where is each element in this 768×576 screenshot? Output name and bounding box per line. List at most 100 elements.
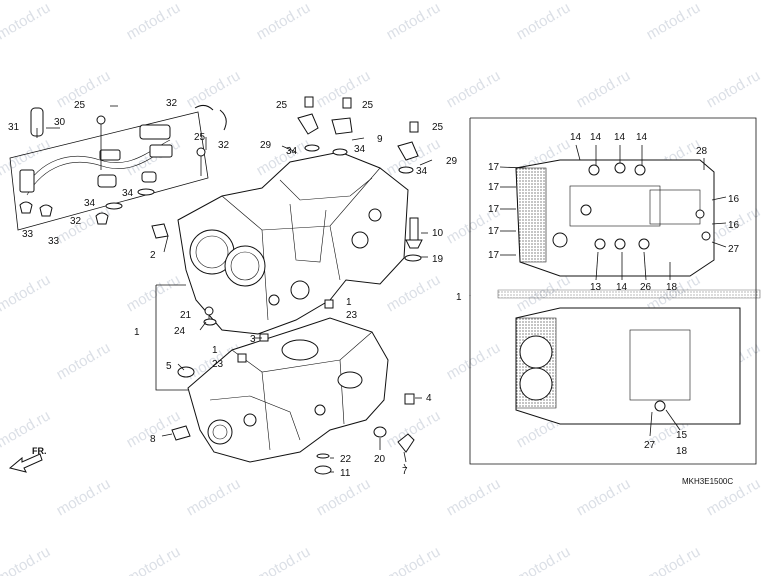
callout-11: 11 xyxy=(340,468,351,479)
watermark-text: motod.ru xyxy=(0,407,53,451)
callout-20: 20 xyxy=(374,454,386,465)
watermark-text: motod.ru xyxy=(644,0,704,43)
watermark-text: motod.ru xyxy=(124,543,184,576)
watermark-text: motod.ru xyxy=(124,271,184,315)
watermark-text: motod.ru xyxy=(124,0,184,43)
watermark-text: motod.ru xyxy=(574,67,634,111)
front-arrow: FR. xyxy=(8,446,47,473)
watermark-text: motod.ru xyxy=(54,339,114,383)
callout-16: 16 xyxy=(728,194,740,205)
watermark-text: motod.ru xyxy=(644,543,704,576)
callout-14: 14 xyxy=(570,132,582,143)
lower-crankcase xyxy=(187,317,389,463)
diagram-code: MKH3E1500C xyxy=(682,477,733,486)
callout-33: 33 xyxy=(48,236,60,247)
callout-16: 16 xyxy=(728,220,740,231)
callout-34: 34 xyxy=(122,188,134,199)
callout-25: 25 xyxy=(194,132,206,143)
callout-23: 23 xyxy=(346,310,358,321)
callout-1: 1 xyxy=(134,327,140,338)
callout-3: 3 xyxy=(250,334,256,345)
callout-1: 1 xyxy=(346,297,352,308)
watermark-text: motod.ru xyxy=(384,407,444,451)
callout-34: 34 xyxy=(286,146,298,157)
callout-23: 23 xyxy=(212,359,224,370)
watermark-text: motod.ru xyxy=(384,271,444,315)
callout-25: 25 xyxy=(74,100,86,111)
watermark-text: motod.ru xyxy=(514,0,574,43)
watermark-text: motod.ru xyxy=(444,339,504,383)
watermark-text: motod.ru xyxy=(254,543,314,576)
callout-25: 25 xyxy=(362,100,374,111)
callout-1: 1 xyxy=(212,345,218,356)
callout-17: 17 xyxy=(488,250,500,261)
callout-9: 9 xyxy=(377,134,383,145)
watermark-text: motod.ru xyxy=(0,0,53,43)
watermark-text: motod.ru xyxy=(54,203,114,247)
callout-17: 17 xyxy=(488,182,500,193)
harness-box xyxy=(9,104,227,231)
callout-34: 34 xyxy=(354,144,366,155)
callout-2: 2 xyxy=(150,250,156,261)
callout-1: 1 xyxy=(456,292,462,303)
callout-21: 21 xyxy=(180,310,192,321)
watermark-text: motod.ru xyxy=(514,543,574,576)
callout-19: 19 xyxy=(432,254,444,265)
leader-lines xyxy=(46,105,727,473)
callout-32: 32 xyxy=(218,140,230,151)
callout-33: 33 xyxy=(22,229,34,240)
callout-13: 13 xyxy=(590,282,602,293)
watermark-text: motod.ru xyxy=(444,475,504,519)
loose-parts xyxy=(151,96,423,475)
callout-25: 25 xyxy=(432,122,444,133)
watermark-text: motod.ru xyxy=(574,475,634,519)
watermark-text: motod.ru xyxy=(0,271,53,315)
watermark-text: motod.ru xyxy=(384,543,444,576)
callout-17: 17 xyxy=(488,204,500,215)
watermark-text: motod.ru xyxy=(254,0,314,43)
watermark-text: motod.ru xyxy=(184,67,244,111)
callout-26: 26 xyxy=(640,282,652,293)
callout-14: 14 xyxy=(590,132,602,143)
callout-34: 34 xyxy=(416,166,428,177)
watermark-text: motod.ru xyxy=(0,543,53,576)
callout-18: 18 xyxy=(666,282,678,293)
callout-30: 30 xyxy=(54,117,66,128)
callout-7: 7 xyxy=(402,466,408,477)
callout-15: 15 xyxy=(676,430,688,441)
callout-22: 22 xyxy=(340,454,352,465)
callout-28: 28 xyxy=(696,146,708,157)
callout-14: 14 xyxy=(614,132,626,143)
callout-14: 14 xyxy=(636,132,648,143)
callout-25: 25 xyxy=(276,100,288,111)
callout-27: 27 xyxy=(644,440,656,451)
callout-29: 29 xyxy=(446,156,458,167)
watermark-text: motod.ru xyxy=(184,475,244,519)
watermark-text: motod.ru xyxy=(444,67,504,111)
callout-10: 10 xyxy=(432,228,444,239)
callout-5: 5 xyxy=(166,361,172,372)
callout-14: 14 xyxy=(616,282,628,293)
watermark-text: motod.ru xyxy=(384,0,444,43)
callout-17: 17 xyxy=(488,226,500,237)
callout-17: 17 xyxy=(488,162,500,173)
upper-crankcase xyxy=(177,151,409,335)
watermark-text: motod.ru xyxy=(54,475,114,519)
callout-4: 4 xyxy=(426,393,432,404)
callout-32: 32 xyxy=(70,216,82,227)
watermark-text: motod.ru xyxy=(704,67,764,111)
callout-29: 29 xyxy=(260,140,272,151)
callout-32: 32 xyxy=(166,98,178,109)
callout-31: 31 xyxy=(8,122,20,133)
watermark-text: motod.ru xyxy=(314,475,374,519)
callout-18: 18 xyxy=(676,446,688,457)
detail-box xyxy=(469,117,761,465)
callout-27: 27 xyxy=(728,244,740,255)
callout-8: 8 xyxy=(150,434,156,445)
front-label: FR. xyxy=(32,446,47,456)
callout-34: 34 xyxy=(84,198,96,209)
